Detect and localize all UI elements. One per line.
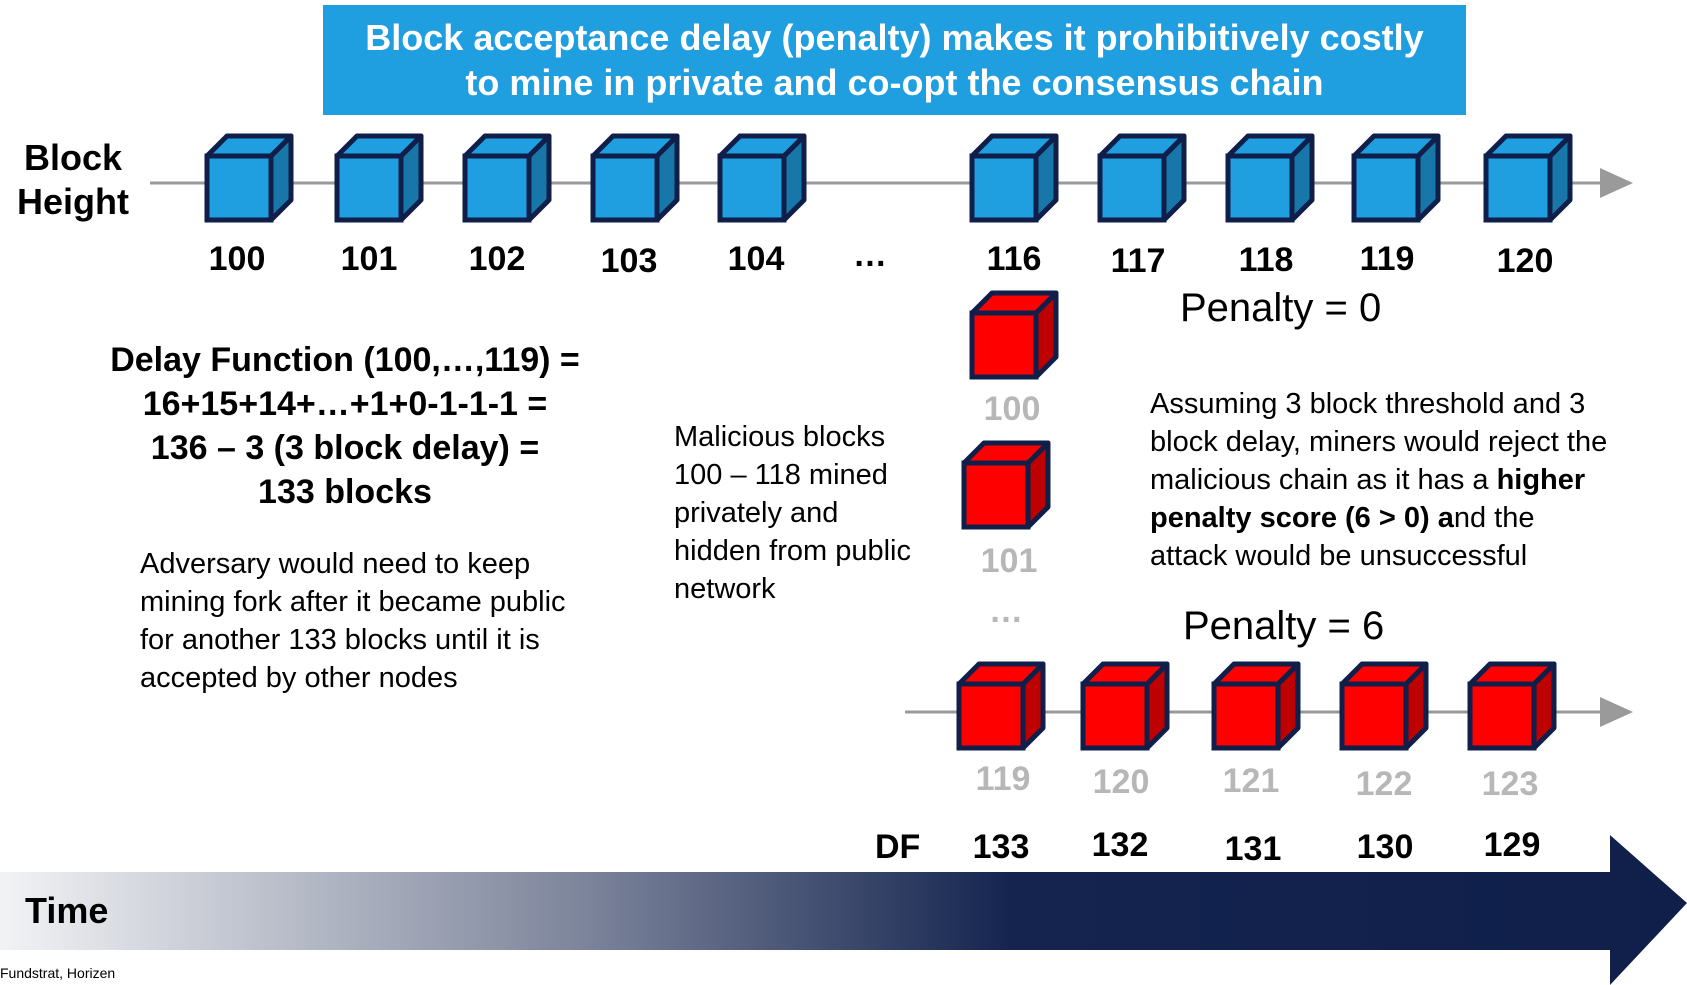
paragraph-line: penalty score (6 > 0) and the [1150, 499, 1607, 537]
hidden-height-label: 101 [980, 542, 1038, 580]
public-block-icon [717, 133, 807, 223]
private-block-icon [1339, 661, 1429, 751]
adversary-paragraph: Adversary would need to keep mining fork… [140, 545, 566, 697]
block-height-label: Block Height [8, 136, 138, 224]
malicious-paragraph: Malicious blocks 100 – 118 mined private… [674, 418, 911, 608]
public-ellipsis: … [853, 236, 890, 274]
public-block-icon [1225, 133, 1315, 223]
private-height-label: 120 [1092, 763, 1150, 801]
private-height-label: 119 [975, 760, 1031, 798]
private-height-label: 122 [1355, 765, 1413, 803]
paragraph-line: Adversary would need to keep [140, 548, 531, 580]
block-height-label-line2: Height [17, 181, 129, 222]
public-height-label: 100 [208, 240, 266, 278]
df-label: DF [875, 828, 921, 866]
public-block-icon [204, 133, 294, 223]
public-block-icon [969, 133, 1059, 223]
private-block-icon [969, 290, 1059, 380]
public-height-label: 101 [340, 240, 398, 278]
public-height-label: 102 [468, 240, 526, 278]
private-block-icon [956, 661, 1046, 751]
public-block-icon [590, 133, 680, 223]
df-value: 132 [1091, 826, 1149, 864]
private-block-icon [1467, 661, 1557, 751]
hidden-height-label: 100 [983, 390, 1041, 428]
public-height-label: 118 [1238, 241, 1294, 279]
assumption-paragraph: Assuming 3 block threshold and 3 block d… [1150, 385, 1607, 575]
paragraph-text: nd the [1453, 502, 1535, 534]
paragraph-line: 100 – 118 mined [674, 459, 888, 491]
time-label: Time [25, 890, 109, 931]
paragraph-line: malicious chain as it has a higher [1150, 461, 1607, 499]
public-penalty-label: Penalty = 0 [1180, 286, 1382, 330]
time-arrow [0, 835, 1687, 985]
public-block-icon [1483, 133, 1573, 223]
private-height-label: 121 [1222, 762, 1280, 800]
df-value: 133 [972, 828, 1030, 866]
private-block-icon [1211, 661, 1301, 751]
public-height-label: 116 [986, 240, 1042, 278]
emphasis-text: penalty score (6 > 0) a [1150, 502, 1454, 534]
df-value: 130 [1356, 828, 1414, 866]
private-block-icon [1080, 661, 1170, 751]
paragraph-line: for another 133 blocks until it is [140, 624, 540, 656]
paragraph-line: Assuming 3 block threshold and 3 [1150, 388, 1586, 420]
emphasis-text: higher [1496, 464, 1586, 496]
source-credit: Fundstrat, Horizen [0, 965, 116, 981]
public-height-label: 117 [1110, 242, 1166, 280]
delay-function-line: 136 – 3 (3 block delay) = [150, 429, 540, 467]
private-height-label: 123 [1481, 765, 1539, 803]
public-height-label: 104 [727, 240, 785, 278]
paragraph-line: block delay, miners would reject the [1150, 426, 1608, 458]
delay-function-line: Delay Function (100,…,119) = [110, 341, 580, 379]
paragraph-line: attack would be unsuccessful [1150, 540, 1528, 572]
paragraph-line: mining fork after it became public [140, 586, 566, 618]
public-block-icon [462, 133, 552, 223]
paragraph-text: malicious chain as it has a [1150, 464, 1497, 496]
delay-function-line: 16+15+14+…+1+0-1-1-1 = [142, 385, 548, 423]
paragraph-line: Malicious blocks [674, 421, 886, 453]
paragraph-line: network [674, 573, 776, 605]
delay-function-text: Delay Function (100,…,119) = 16+15+14+…+… [80, 338, 610, 514]
private-penalty-label: Penalty = 6 [1183, 604, 1385, 648]
block-height-label-line1: Block [23, 137, 123, 178]
public-height-label: 120 [1496, 242, 1554, 280]
df-value: 129 [1483, 826, 1541, 864]
private-block-icon [961, 440, 1051, 530]
public-height-label: 103 [600, 242, 658, 280]
paragraph-line: accepted by other nodes [140, 662, 458, 694]
paragraph-line: privately and [674, 497, 839, 529]
public-block-icon [334, 133, 424, 223]
public-block-icon [1097, 133, 1187, 223]
title-banner: Block acceptance delay (penalty) makes i… [323, 5, 1466, 115]
public-block-icon [1351, 133, 1441, 223]
banner-line-1: Block acceptance delay (penalty) makes i… [365, 17, 1424, 58]
delay-function-line: 133 blocks [258, 473, 432, 511]
df-value: 131 [1224, 830, 1282, 868]
paragraph-line: hidden from public [674, 535, 911, 567]
banner-line-2: to mine in private and co-opt the consen… [465, 62, 1324, 103]
hidden-ellipsis: … [989, 592, 1026, 630]
public-height-label: 119 [1359, 240, 1415, 278]
